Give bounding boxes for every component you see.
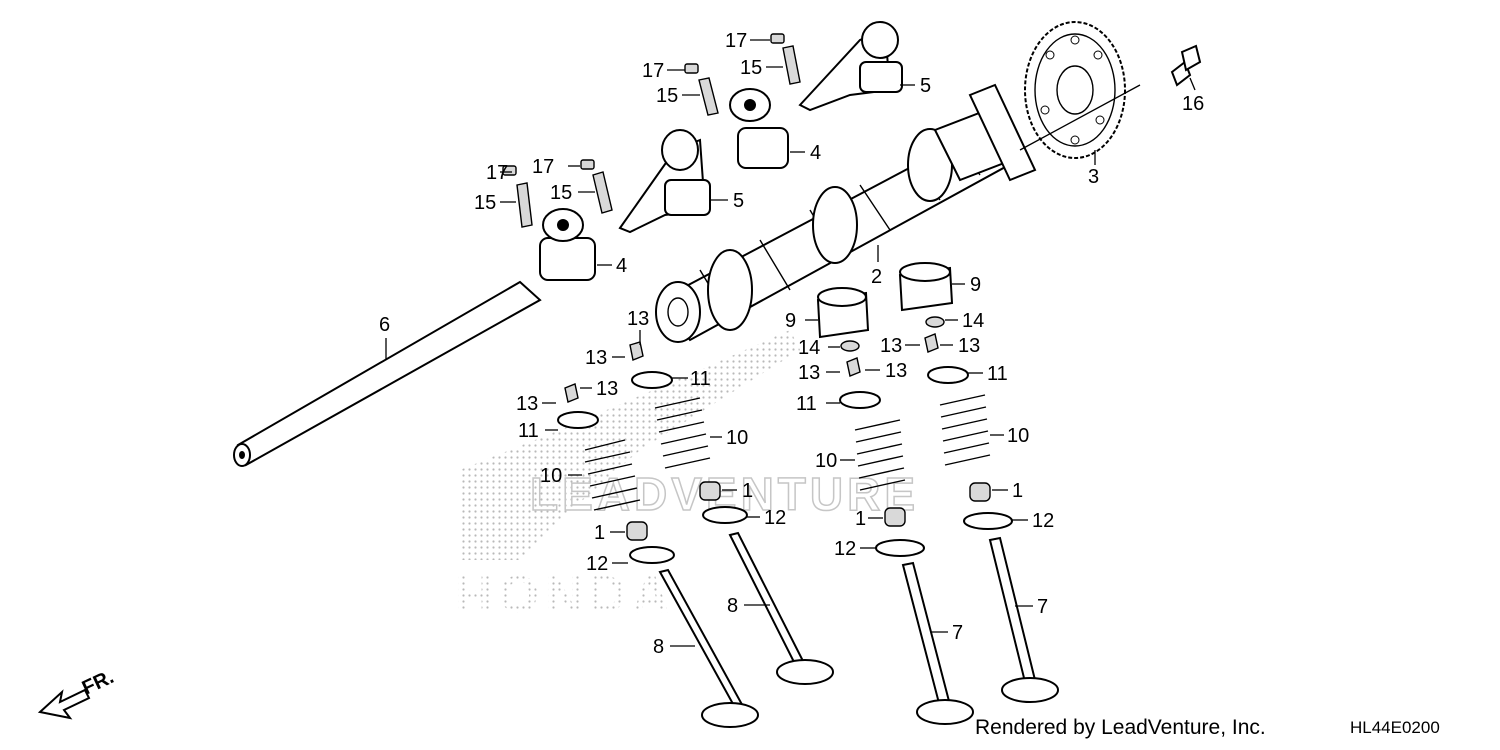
callout-12: 12 [1032, 510, 1054, 532]
front-direction-arrow: FR. [37, 666, 117, 720]
callout-13: 13 [885, 360, 907, 382]
camshaft [655, 83, 1037, 343]
callout-13: 13 [516, 393, 538, 415]
valve-assembly-3 [839, 357, 974, 725]
callout-11: 11 [796, 393, 817, 415]
callout-17: 17 [642, 60, 664, 82]
callout-15: 15 [474, 192, 496, 214]
callout-2: 2 [871, 266, 882, 288]
valve-assembly-1 [557, 383, 759, 728]
callout-14: 14 [798, 337, 820, 359]
callout-7: 7 [952, 622, 963, 644]
watermark-wing [460, 330, 800, 560]
rocker-arm-5-left [618, 129, 711, 234]
cam-sprocket [1024, 21, 1126, 159]
callout-13: 13 [958, 335, 980, 357]
adjuster-screws [516, 45, 801, 228]
callout-7: 7 [1037, 596, 1048, 618]
callout-5: 5 [733, 190, 744, 212]
rocker-arm-4-right [729, 88, 789, 169]
valve-shims [840, 316, 945, 352]
callout-11: 11 [987, 363, 1008, 385]
callout-4: 4 [616, 255, 627, 277]
callout-13: 13 [880, 335, 902, 357]
callout-12: 12 [586, 553, 608, 575]
callout-9: 9 [785, 310, 796, 332]
sprocket-bolt [1170, 44, 1202, 87]
callouts: 17 17 17 17 15 15 15 15 5 5 4 4 3 16 [379, 30, 1204, 658]
valve-lifters [816, 262, 954, 339]
callout-1: 1 [742, 480, 753, 502]
callout-17: 17 [486, 162, 508, 184]
callout-15: 15 [740, 57, 762, 79]
callout-8: 8 [727, 595, 738, 617]
callout-13: 13 [627, 308, 649, 330]
callout-8: 8 [653, 636, 664, 658]
watermark: LEADVENTURE HONDA [455, 330, 916, 624]
valve-assembly-2 [629, 341, 834, 685]
callout-14: 14 [962, 310, 984, 332]
callout-1: 1 [594, 522, 605, 544]
callout-16: 16 [1182, 93, 1204, 115]
callout-17: 17 [532, 156, 554, 178]
callout-12: 12 [834, 538, 856, 560]
callout-10: 10 [1007, 425, 1029, 447]
valve-assembly-4 [924, 333, 1059, 703]
callout-10: 10 [540, 465, 562, 487]
callout-12: 12 [764, 507, 786, 529]
lock-nuts [502, 33, 785, 176]
callout-11: 11 [518, 420, 539, 442]
callout-13: 13 [596, 378, 618, 400]
arrow-left-icon [37, 688, 91, 720]
rocker-shaft [233, 280, 542, 467]
callout-3: 3 [1088, 166, 1099, 188]
callout-1: 1 [855, 508, 866, 530]
callout-13: 13 [798, 362, 820, 384]
callout-13: 13 [585, 347, 607, 369]
callout-4: 4 [810, 142, 821, 164]
watermark-word: HONDA [455, 566, 676, 624]
rocker-arm-4-left [539, 208, 596, 281]
callout-10: 10 [726, 427, 748, 449]
callout-10: 10 [815, 450, 837, 472]
rocker-arm-5-right [798, 21, 903, 112]
diagram-code: HL44E0200 [1350, 718, 1440, 737]
callout-11: 11 [690, 368, 711, 390]
callout-15: 15 [656, 85, 678, 107]
render-credit: Rendered by LeadVenture, Inc. [975, 716, 1266, 739]
callout-5: 5 [920, 75, 931, 97]
callout-17: 17 [725, 30, 747, 52]
callout-9: 9 [970, 274, 981, 296]
callout-15: 15 [550, 182, 572, 204]
callout-1: 1 [1012, 480, 1023, 502]
callout-6: 6 [379, 314, 390, 336]
